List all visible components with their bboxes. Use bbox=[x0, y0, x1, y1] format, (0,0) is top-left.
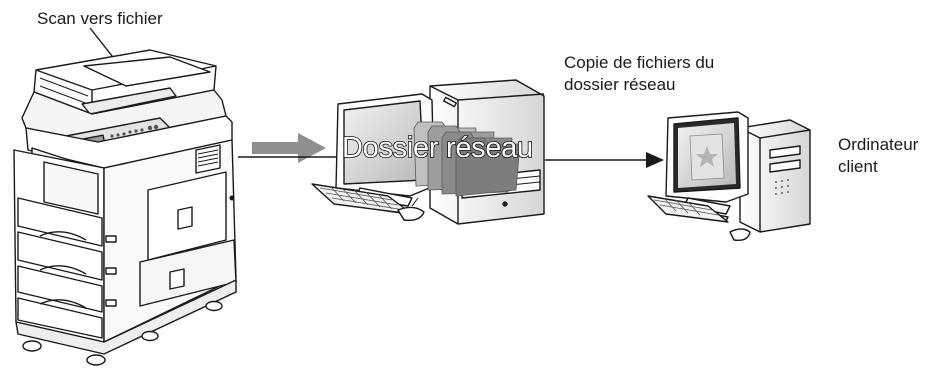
client-label-line-1: Ordinateur bbox=[838, 135, 919, 154]
copy-label-line-2: dossier réseau bbox=[564, 75, 676, 94]
client-label-line-2: client bbox=[838, 157, 878, 176]
network-folder-label: Dossier réseau bbox=[341, 131, 534, 165]
client-computer-icon bbox=[647, 111, 811, 242]
arrow-right-icon bbox=[545, 152, 664, 168]
arrow-right-icon bbox=[252, 133, 326, 163]
network-folder-computer-icon bbox=[311, 79, 545, 225]
copy-label-line-1: Copie de fichiers du bbox=[564, 53, 715, 72]
scan-to-file-label: Scan vers fichier bbox=[37, 9, 163, 28]
copy-from-network-folder-label: Copie de fichiers du dossier réseau bbox=[564, 52, 714, 96]
client-computer-label: Ordinateur client bbox=[838, 134, 918, 178]
multifunction-printer-icon bbox=[13, 27, 237, 366]
